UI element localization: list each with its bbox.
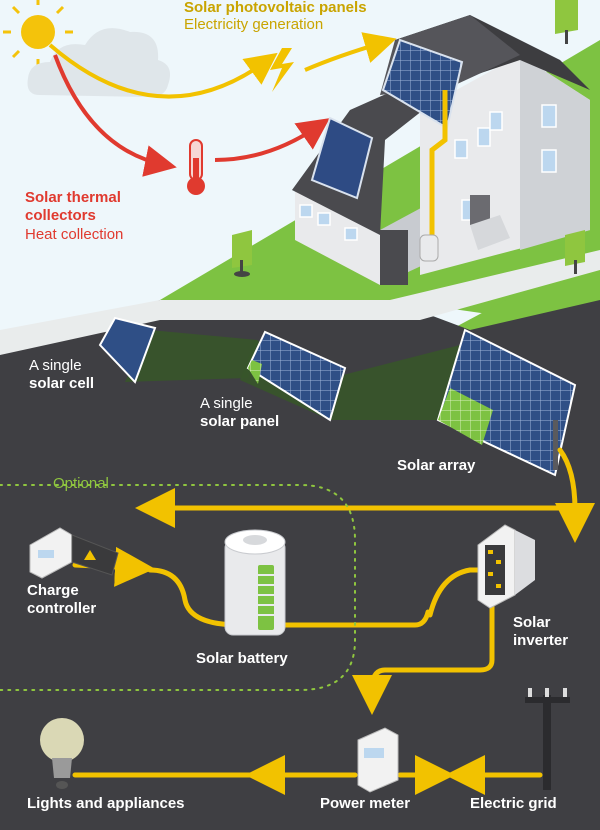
house-illustration xyxy=(292,15,590,285)
lightning-icon xyxy=(270,48,294,92)
inverter-label-line2: inverter xyxy=(513,632,569,649)
cell-label-line2: solar cell xyxy=(29,375,95,392)
thermal-title-line1: Solar thermal xyxy=(25,189,121,206)
optional-boundary xyxy=(0,484,356,691)
thermometer-icon xyxy=(187,139,205,195)
optional-label: Optional xyxy=(53,475,109,492)
array-label: Solar array xyxy=(397,457,476,474)
flow-inverter-meter xyxy=(352,597,495,715)
thermal-arrow xyxy=(53,54,177,177)
solar-array xyxy=(436,328,577,477)
panel-label-line1: A single xyxy=(200,395,253,412)
cloud-icon xyxy=(27,28,171,97)
utility-pole-icon xyxy=(525,688,570,790)
sun-icon xyxy=(3,0,73,67)
panel-label-line2: solar panel xyxy=(200,413,280,430)
power-meter-device xyxy=(357,727,399,793)
solar-battery-device xyxy=(224,529,286,636)
tree-icon xyxy=(232,0,585,277)
thermal-subtitle: Heat collection xyxy=(25,226,124,243)
roof-thermal-collector xyxy=(310,116,374,200)
sidewalk xyxy=(0,250,600,355)
pv-arrow xyxy=(48,43,278,99)
light-bulb-icon xyxy=(40,718,84,789)
ground xyxy=(0,300,600,830)
roof-pv-panel xyxy=(381,38,464,130)
meter-label: Power meter xyxy=(320,795,411,812)
lights-label: Lights and appliances xyxy=(27,795,185,812)
charge-label-line2: controller xyxy=(27,600,97,617)
flow-battery xyxy=(147,567,431,628)
pv-subtitle: Electricity generation xyxy=(184,16,324,33)
grid-label: Electric grid xyxy=(470,795,557,812)
solar-inverter-device xyxy=(477,524,535,609)
single-solar-panel xyxy=(246,330,347,422)
single-solar-cell xyxy=(98,316,157,384)
thermal-title-line2: collectors xyxy=(25,207,96,224)
charge-label-line1: Charge xyxy=(27,582,79,599)
cell-label-line1: A single xyxy=(29,357,82,374)
pv-title: Solar photovoltaic panels xyxy=(184,0,367,16)
charge-controller-device xyxy=(29,527,119,579)
inverter-label-line1: Solar xyxy=(513,614,551,631)
battery-label: Solar battery xyxy=(196,650,288,667)
